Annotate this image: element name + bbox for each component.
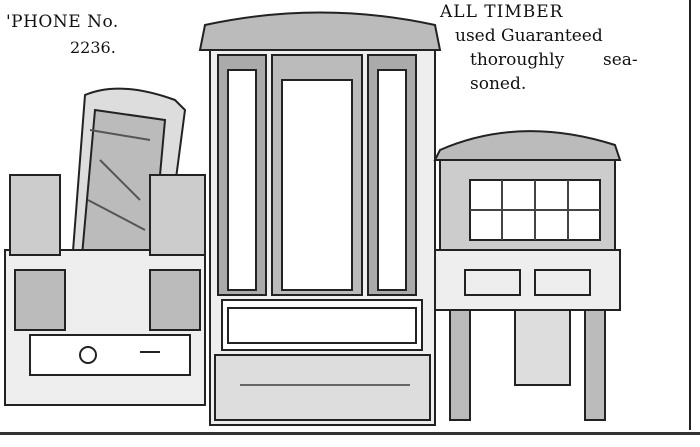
phone-number: 2236. xyxy=(70,38,116,57)
writing-desk-illustration xyxy=(433,130,622,421)
timber-text-line3: thoroughly xyxy=(470,50,565,70)
phone-label: 'PHONE No. xyxy=(6,12,119,32)
timber-heading: ALL TIMBER xyxy=(440,2,564,22)
timber-text-line2: used Guaranteed xyxy=(455,26,603,46)
column-rule xyxy=(689,0,691,430)
dressing-table-illustration xyxy=(4,87,206,406)
wardrobe-illustration xyxy=(198,11,442,426)
timber-text-line3-end: sea- xyxy=(603,50,638,70)
bottom-rule xyxy=(0,432,700,435)
timber-text-line4: soned. xyxy=(470,74,527,94)
